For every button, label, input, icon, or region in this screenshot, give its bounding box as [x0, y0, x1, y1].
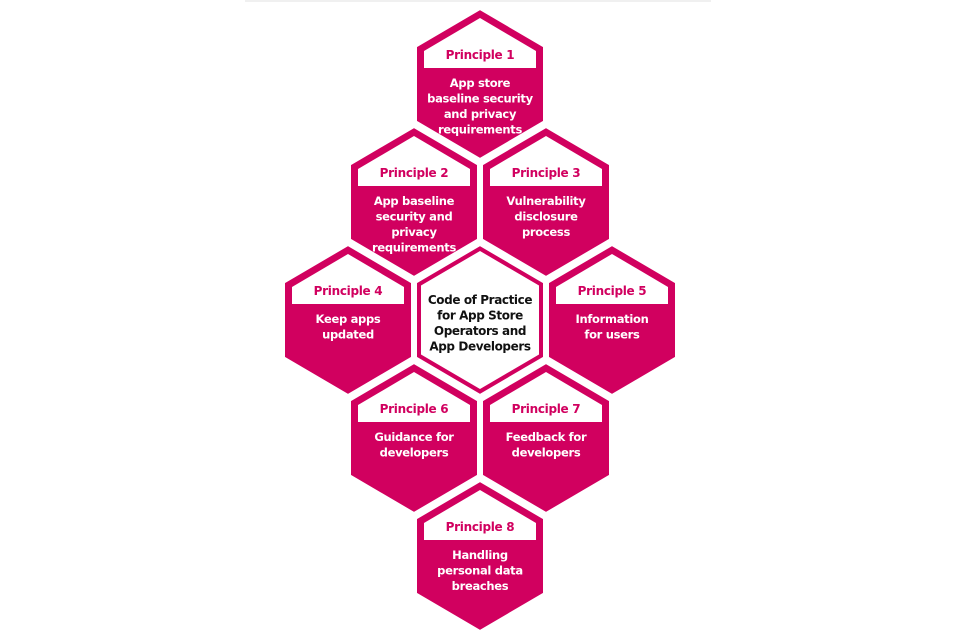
hex-inner-band — [424, 18, 536, 150]
principle-description-line: baseline security — [427, 92, 533, 106]
principle-description-line: Feedback for — [506, 430, 587, 444]
principle-label: Principle 7 — [512, 402, 581, 416]
hex-inner-band — [490, 136, 602, 268]
principle-description-line: App baseline — [374, 194, 455, 208]
principle-hex-5: Principle 5 Information for users — [547, 243, 677, 397]
principle-description-line: requirements — [372, 241, 456, 255]
principle-label: Principle 8 — [446, 520, 515, 534]
principle-hex-3: Principle 3 Vulnerability disclosureproces… — [481, 125, 611, 279]
principle-hex-6: Principle 6 Guidance for developers — [349, 361, 479, 515]
principle-hex-7: Principle 7 Feedback for developers — [481, 361, 611, 515]
principle-label: Principle 3 — [512, 166, 581, 180]
principle-label: Principle 6 — [380, 402, 449, 416]
top-divider — [245, 0, 711, 2]
principle-description-line: personal data — [437, 564, 523, 578]
hex-inner-band — [358, 136, 470, 268]
principle-label: Principle 5 — [578, 284, 647, 298]
principle-description-line: requirements — [438, 123, 522, 137]
principle-description-line: updated — [322, 328, 374, 342]
principle-description-line: developers — [380, 446, 449, 460]
principle-description-line: Handling — [452, 548, 508, 562]
hex-inner-band — [490, 372, 602, 504]
center-title-line: for App Store — [437, 309, 523, 323]
center-title-line: Code of Practice — [428, 293, 532, 307]
center-hex-fill — [421, 251, 539, 389]
principle-description-line: developers — [512, 446, 581, 460]
principle-label: Principle 1 — [446, 48, 515, 62]
hex-inner-band — [292, 254, 404, 386]
principle-description-line: Vulnerability — [506, 194, 586, 208]
hex-inner-band — [424, 490, 536, 622]
principle-description-line: breaches — [452, 579, 509, 593]
principle-hex-1: Principle 1 App store baseline securityand… — [415, 7, 545, 161]
center-title-line: App Developers — [429, 340, 531, 354]
principle-description-line: and privacy — [444, 107, 517, 121]
principle-description-line: Guidance for — [374, 430, 454, 444]
principle-description-line: App store — [450, 76, 511, 90]
center-title-line: Operators and — [434, 324, 526, 338]
principle-label: Principle 2 — [380, 166, 449, 180]
principle-description-line: disclosure — [514, 210, 578, 224]
principle-description-line: Keep apps — [316, 312, 381, 326]
hex-inner-band — [358, 372, 470, 504]
principle-description-line: privacy — [391, 225, 437, 239]
principle-description-line: process — [522, 225, 570, 239]
principle-label: Principle 4 — [314, 284, 383, 298]
principle-description-line: security and — [376, 210, 453, 224]
hex-inner-band — [556, 254, 668, 386]
principle-hex-2: Principle 2 App baseline security andpriva… — [349, 125, 479, 279]
principle-description-line: for users — [584, 328, 640, 342]
principle-description-line: Information — [575, 312, 648, 326]
principle-hex-4: Principle 4 Keep apps updated — [283, 243, 413, 397]
